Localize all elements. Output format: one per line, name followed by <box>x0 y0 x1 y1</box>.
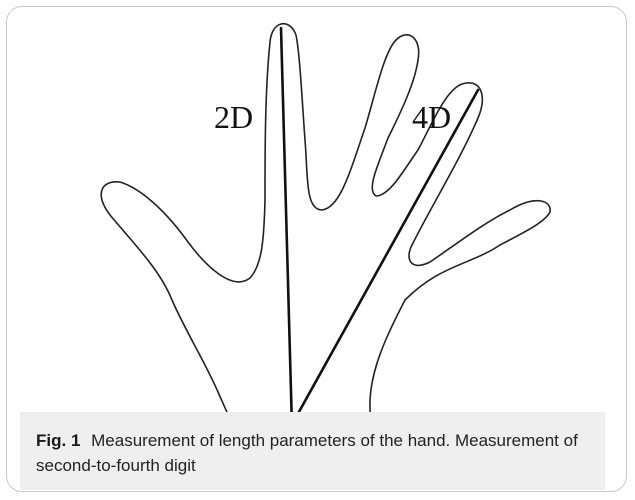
caption-label: Fig. 1 <box>36 431 81 450</box>
measure-line-2d <box>279 26 294 430</box>
caption-text: Measurement of length parameters of the … <box>36 431 578 475</box>
label-2d: 2D <box>214 99 253 135</box>
figure-caption: Fig. 1 Measurement of length parameters … <box>20 412 605 490</box>
figure-frame <box>6 6 627 492</box>
hand-outline <box>100 23 551 426</box>
label-4d: 4D <box>412 99 451 135</box>
measure-line-4d <box>288 88 480 430</box>
